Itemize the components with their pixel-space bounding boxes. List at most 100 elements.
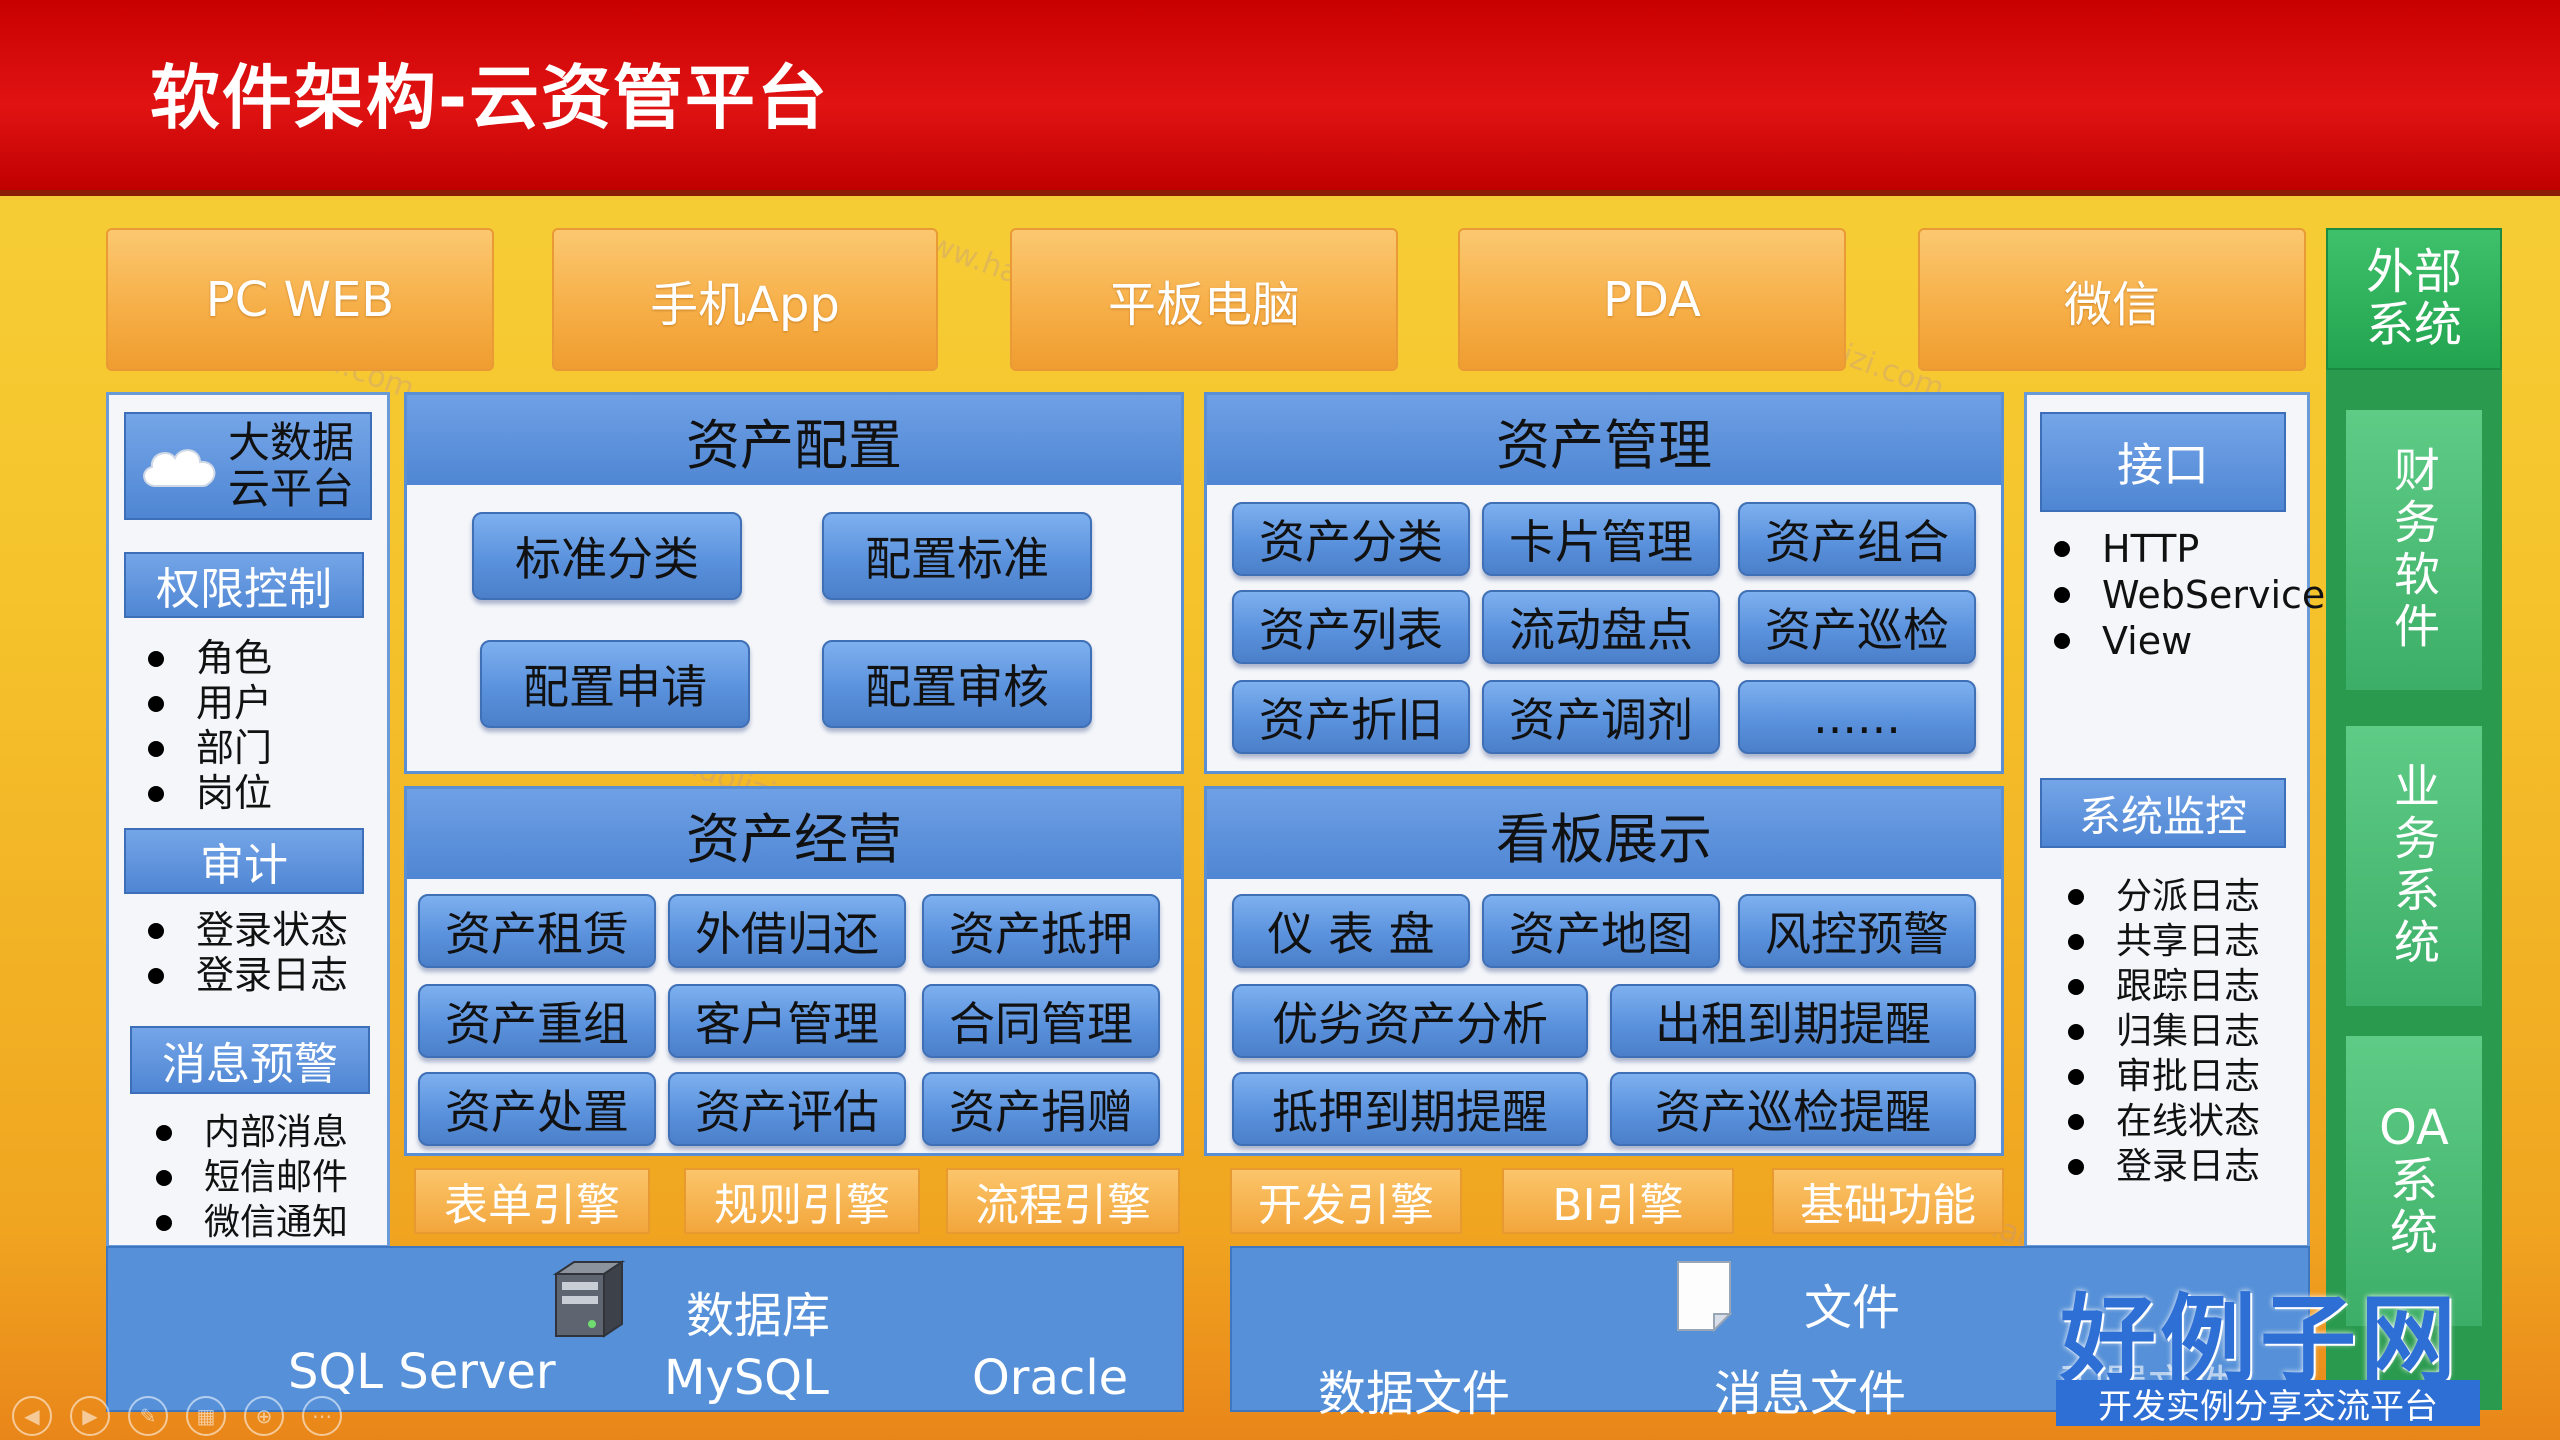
asset-operation-button[interactable]: 外借归还 xyxy=(668,894,906,968)
client-pda: PDA xyxy=(1458,228,1846,371)
asset-management-button[interactable]: 卡片管理 xyxy=(1482,502,1720,576)
asset-config-button[interactable]: 配置申请 xyxy=(480,640,750,728)
asset-management-button[interactable]: 资产调剂 xyxy=(1482,680,1720,754)
audit-header: 审计 xyxy=(124,828,364,894)
asset-config-button[interactable]: 标准分类 xyxy=(472,512,742,600)
database-title: 数据库 xyxy=(686,1288,831,1344)
asset-config-button[interactable]: 配置审核 xyxy=(822,640,1092,728)
asset-operation-button[interactable]: 资产重组 xyxy=(418,984,656,1058)
list-item: View xyxy=(2040,618,2325,664)
dashboard-title: 看板展示 xyxy=(1207,789,2001,879)
client-tablet: 平板电脑 xyxy=(1010,228,1398,371)
client-mobile-app: 手机App xyxy=(552,228,938,371)
asset-operation-button[interactable]: 资产抵押 xyxy=(922,894,1160,968)
asset-management-button[interactable]: 资产组合 xyxy=(1738,502,1976,576)
engine-workflow: 流程引擎 xyxy=(946,1168,1180,1234)
client-pc-web: PC WEB xyxy=(106,228,494,371)
dashboard-button[interactable]: 仪 表 盘 xyxy=(1232,894,1470,968)
asset-management-more-button[interactable]: ...... xyxy=(1738,680,1976,754)
big-data-cloud-box: 大数据云平台 xyxy=(124,412,372,520)
big-data-cloud-label: 大数据云平台 xyxy=(228,417,355,513)
slide-nav-controls: ◀ ▶ ✎ ▦ ⊕ ⋯ xyxy=(12,1396,342,1436)
asset-operation-button[interactable]: 资产捐赠 xyxy=(922,1072,1160,1146)
db-oracle: Oracle xyxy=(972,1350,1129,1406)
asset-management-title: 资产管理 xyxy=(1207,395,2001,485)
left-sidebar xyxy=(106,392,390,1248)
site-logo: 好例子网 xyxy=(2060,1284,2460,1396)
asset-management-button[interactable]: 资产巡检 xyxy=(1738,590,1976,664)
client-wechat: 微信 xyxy=(1918,228,2306,371)
list-item: 登录日志 xyxy=(134,953,348,998)
dashboard-button[interactable]: 抵押到期提醒 xyxy=(1232,1072,1588,1146)
permission-list: 角色 用户 部门 岗位 xyxy=(134,636,272,816)
cloud-icon xyxy=(138,440,222,492)
message-alert-list: 内部消息 短信邮件 微信通知 xyxy=(142,1110,348,1245)
dashboard-button[interactable]: 出租到期提醒 xyxy=(1610,984,1976,1058)
dashboard-button[interactable]: 资产巡检提醒 xyxy=(1610,1072,1976,1146)
db-sql-server: SQL Server xyxy=(288,1344,556,1400)
engine-development: 开发引擎 xyxy=(1230,1168,1462,1234)
grid-icon[interactable]: ▦ xyxy=(186,1396,226,1436)
asset-management-button[interactable]: 资产列表 xyxy=(1232,590,1470,664)
zoom-icon[interactable]: ⊕ xyxy=(244,1396,284,1436)
list-item: 用户 xyxy=(134,681,272,726)
asset-operation-button[interactable]: 资产评估 xyxy=(668,1072,906,1146)
list-item: 分派日志 xyxy=(2054,874,2260,919)
external-oa-system: OA系统 xyxy=(2346,1036,2482,1326)
title-bar xyxy=(0,0,2560,196)
asset-management-button[interactable]: 资产分类 xyxy=(1232,502,1470,576)
dashboard-button[interactable]: 风控预警 xyxy=(1738,894,1976,968)
interface-header: 接口 xyxy=(2040,412,2286,512)
file-data: 数据文件 xyxy=(1318,1366,1511,1422)
list-item: 跟踪日志 xyxy=(2054,964,2260,1009)
list-item: 归集日志 xyxy=(2054,1009,2260,1054)
list-item: HTTP xyxy=(2040,526,2325,572)
list-item: 短信邮件 xyxy=(142,1155,348,1200)
next-icon[interactable]: ▶ xyxy=(70,1396,110,1436)
previous-icon[interactable]: ◀ xyxy=(12,1396,52,1436)
list-item: 内部消息 xyxy=(142,1110,348,1155)
list-item: 角色 xyxy=(134,636,272,681)
permission-control-header: 权限控制 xyxy=(124,552,364,618)
list-item: WebService xyxy=(2040,572,2325,618)
file-messages: 消息文件 xyxy=(1714,1366,1907,1422)
server-icon xyxy=(552,1258,628,1342)
asset-config-title: 资产配置 xyxy=(407,395,1181,485)
db-mysql: MySQL xyxy=(664,1350,829,1406)
more-icon[interactable]: ⋯ xyxy=(302,1396,342,1436)
list-item: 部门 xyxy=(134,726,272,771)
engine-form: 表单引擎 xyxy=(414,1168,650,1234)
page-title: 软件架构-云资管平台 xyxy=(150,57,830,139)
database-box xyxy=(106,1246,1184,1412)
document-icon xyxy=(1664,1256,1744,1336)
asset-operation-button[interactable]: 合同管理 xyxy=(922,984,1160,1058)
asset-management-button[interactable]: 流动盘点 xyxy=(1482,590,1720,664)
dashboard-button[interactable]: 优劣资产分析 xyxy=(1232,984,1588,1058)
list-item: 在线状态 xyxy=(2054,1099,2260,1144)
list-item: 登录日志 xyxy=(2054,1144,2260,1189)
system-monitor-list: 分派日志 共享日志 跟踪日志 归集日志 审批日志 在线状态 登录日志 xyxy=(2054,874,2260,1189)
engine-basic-functions: 基础功能 xyxy=(1772,1168,2004,1234)
list-item: 微信通知 xyxy=(142,1200,348,1245)
files-title: 文件 xyxy=(1804,1280,1901,1336)
audit-list: 登录状态 登录日志 xyxy=(134,908,348,998)
asset-operation-button[interactable]: 资产租赁 xyxy=(418,894,656,968)
system-monitor-header: 系统监控 xyxy=(2040,778,2286,848)
engine-bi: BI引擎 xyxy=(1502,1168,1734,1234)
external-systems-header: 外部系统 xyxy=(2326,228,2502,370)
site-tagline: 开发实例分享交流平台 xyxy=(2056,1380,2480,1427)
pen-icon[interactable]: ✎ xyxy=(128,1396,168,1436)
list-item: 审批日志 xyxy=(2054,1054,2260,1099)
asset-management-button[interactable]: 资产折旧 xyxy=(1232,680,1470,754)
asset-operation-button[interactable]: 客户管理 xyxy=(668,984,906,1058)
list-item: 岗位 xyxy=(134,771,272,816)
interface-list: HTTP WebService View xyxy=(2040,526,2325,664)
asset-config-button[interactable]: 配置标准 xyxy=(822,512,1092,600)
asset-operation-button[interactable]: 资产处置 xyxy=(418,1072,656,1146)
external-finance-software: 财务软件 xyxy=(2346,410,2482,690)
list-item: 共享日志 xyxy=(2054,919,2260,964)
dashboard-button[interactable]: 资产地图 xyxy=(1482,894,1720,968)
engine-rules: 规则引擎 xyxy=(684,1168,920,1234)
list-item: 登录状态 xyxy=(134,908,348,953)
external-business-system: 业务系统 xyxy=(2346,726,2482,1006)
